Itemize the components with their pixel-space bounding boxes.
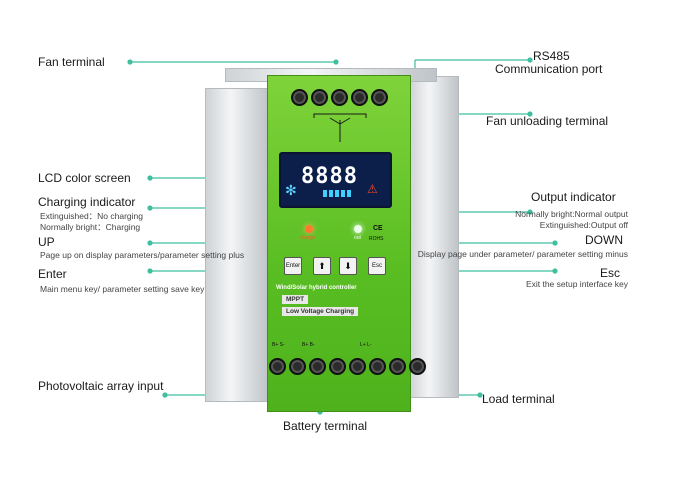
terminal-screw	[409, 358, 426, 375]
snowflake-icon: ✻	[285, 182, 297, 198]
charge-led-label: charge	[300, 235, 316, 241]
desc-up: Page up on display parameters/parameter …	[40, 250, 245, 260]
mppt-badge: MPPT	[282, 295, 309, 304]
label-output-indicator: Output indicator	[531, 190, 616, 204]
label-battery-terminal: Battery terminal	[283, 419, 368, 433]
label-lcd-screen: LCD color screen	[38, 171, 131, 185]
rohs-mark: ROHS	[369, 236, 384, 242]
terminal-screw	[349, 358, 366, 375]
lcd-color-screen: 8888 ✻ ⚠	[279, 152, 392, 208]
bottom-terminal-row	[269, 358, 426, 375]
desc-charging-on: Normally bright：Charging	[40, 222, 141, 232]
terminal-screw	[329, 358, 346, 375]
terminal-screw	[289, 358, 306, 375]
terminal-screw	[351, 89, 368, 106]
top-terminal-row	[291, 89, 388, 106]
terminal-screw	[269, 358, 286, 375]
terminal-screw	[331, 89, 348, 106]
up-button[interactable]: ⬆	[313, 257, 331, 275]
desc-down: Display page under parameter/ parameter …	[417, 249, 628, 259]
label-esc: Esc	[600, 266, 621, 280]
terminal-screw	[311, 89, 328, 106]
label-down: DOWN	[585, 233, 623, 247]
output-led-label: out	[354, 235, 361, 241]
heatsink-left	[205, 88, 269, 402]
label-rs485: RS485	[533, 49, 570, 63]
output-led	[354, 225, 362, 233]
lcd-digits: 8888	[301, 164, 358, 189]
label-charging-indicator: Charging indicator	[38, 195, 136, 209]
desc-output-on: Normally bright:Normal output	[515, 209, 628, 219]
label-fan-terminal: Fan terminal	[38, 55, 105, 69]
desc-output-off: Extinguished:Output off	[539, 220, 628, 230]
desc-charging-off: Extinguished：No charging	[40, 211, 144, 221]
controller-title: Wind/Solar hybrid controller	[276, 285, 357, 291]
terminal-label-battery: B+ B-	[302, 342, 315, 348]
terminal-label-pv: B+ S-	[272, 342, 285, 348]
terminal-label-load: L+ L-	[360, 342, 372, 348]
terminal-screw	[389, 358, 406, 375]
terminal-screw	[291, 89, 308, 106]
desc-enter: Main menu key/ parameter setting save ke…	[40, 284, 205, 294]
low-voltage-badge: Low Voltage Charging	[282, 307, 359, 316]
terminal-screw	[309, 358, 326, 375]
label-pv-input: Photovoltaic array input	[38, 379, 164, 393]
terminal-screw	[369, 358, 386, 375]
label-fan-unloading: Fan unloading terminal	[486, 114, 609, 128]
heatsink-right	[409, 76, 459, 398]
label-enter: Enter	[38, 267, 67, 281]
down-button[interactable]: ⬇	[339, 257, 357, 275]
desc-esc: Exit the setup interface key	[525, 279, 628, 289]
enter-button[interactable]: Enter	[284, 257, 302, 275]
esc-button[interactable]: Esc	[368, 257, 386, 275]
label-communication-port: Communication port	[495, 62, 603, 76]
controller-panel	[267, 75, 411, 412]
terminal-screw	[371, 89, 388, 106]
label-up: UP	[38, 235, 55, 249]
label-load-terminal: Load terminal	[482, 392, 555, 406]
wind-turbine-icon	[313, 113, 367, 142]
battery-bars-icon	[323, 190, 353, 197]
charge-led	[305, 225, 313, 233]
ce-mark: CE	[373, 225, 383, 232]
warning-icon: ⚠	[367, 182, 378, 196]
